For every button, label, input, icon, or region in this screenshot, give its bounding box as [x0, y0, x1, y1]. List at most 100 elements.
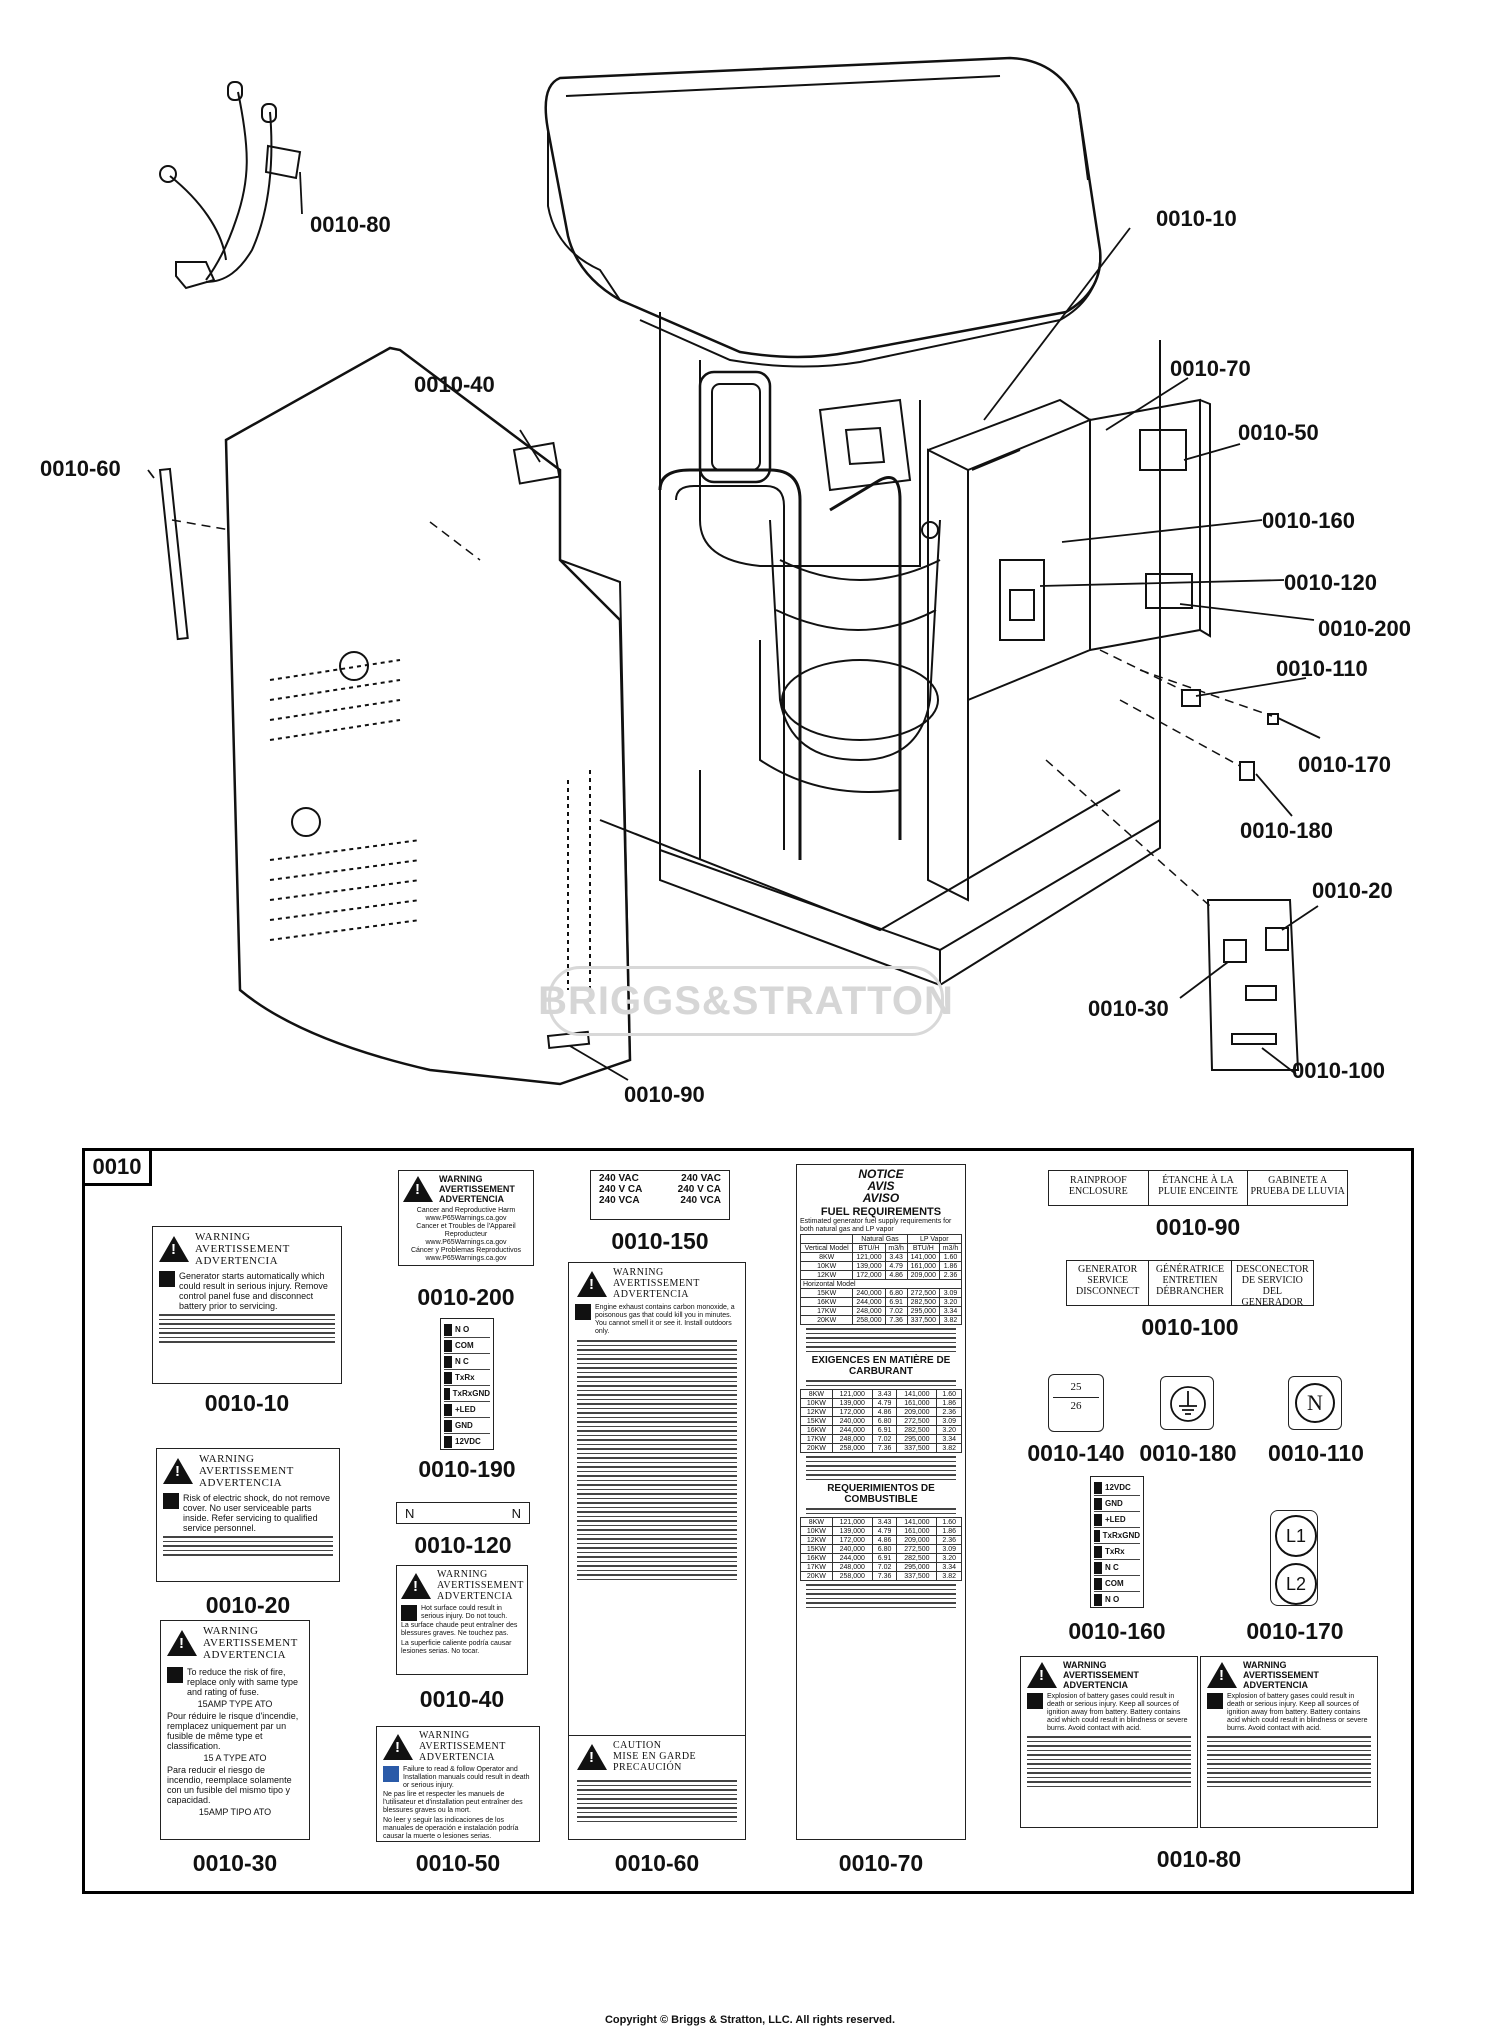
terminal-number-marker — [1094, 1497, 1102, 1510]
decal-placements — [158, 441, 1300, 1071]
label-0010-200: 0010-200 — [417, 1284, 515, 1310]
decal-kit-panel — [82, 1148, 1414, 1894]
decal-0010-180 — [1160, 1376, 1214, 1430]
terminal-number-marker — [1094, 1529, 1100, 1542]
battery-cable-harness — [159, 81, 302, 290]
terminal-number-marker — [1094, 1481, 1102, 1494]
warning-triangle-icon — [1207, 1662, 1237, 1688]
callout-0010-80: 0010-80 — [310, 212, 391, 237]
control-panel-box — [927, 398, 1211, 902]
warning-triangle-icon — [167, 1630, 197, 1656]
warning-triangle-icon — [403, 1176, 433, 1202]
terminal-label: GND — [1105, 1499, 1123, 1508]
auto-start-icon — [159, 1271, 175, 1287]
terminal-number-marker — [1094, 1577, 1102, 1590]
terminal-row: N C — [444, 1354, 490, 1370]
fire-hazard-icon — [167, 1667, 183, 1683]
panel-tag: 0010 — [82, 1148, 152, 1186]
l1-symbol-icon: L1 — [1275, 1515, 1317, 1557]
terminal-label: N O — [1105, 1595, 1120, 1604]
callout-0010-110: 0010-110 — [1276, 656, 1368, 681]
label-0010-170: 0010-170 — [1246, 1618, 1344, 1644]
terminal-number-marker — [444, 1339, 452, 1352]
warning-triangle-icon — [1027, 1662, 1057, 1688]
battery-explosion-icon — [1027, 1693, 1043, 1709]
terminal-number-marker — [444, 1435, 452, 1448]
terminal-label: COM — [455, 1341, 474, 1350]
ground-symbol-icon — [1170, 1386, 1206, 1422]
exhaust-hazard-icon — [575, 1304, 591, 1320]
label-0010-180: 0010-180 — [1139, 1440, 1237, 1466]
terminal-number-marker — [1094, 1513, 1102, 1526]
terminal-label: N C — [1105, 1563, 1119, 1572]
callout-0010-160: 0010-160 — [1262, 508, 1355, 533]
terminal-row: 12VDC — [1094, 1480, 1140, 1496]
callout-0010-40: 0010-40 — [414, 372, 495, 397]
terminal-row: GND — [444, 1418, 490, 1434]
terminal-label: GND — [455, 1421, 473, 1430]
warning-triangle-icon — [163, 1458, 193, 1484]
terminal-label: 12VDC — [1105, 1483, 1131, 1492]
decal-0010-140: 25 26 — [1048, 1374, 1104, 1432]
warning-triangle-icon — [401, 1572, 431, 1599]
terminal-row: +LED — [444, 1402, 490, 1418]
read-manual-icon — [383, 1766, 399, 1782]
terminal-number-marker — [444, 1387, 450, 1400]
warning-triangle-icon — [383, 1733, 413, 1760]
label-0010-70: 0010-70 — [838, 1850, 924, 1876]
label-0010-140: 0010-140 — [1027, 1440, 1125, 1466]
decal-0010-170: L1 L2 — [1270, 1510, 1318, 1606]
label-0010-90: 0010-90 — [1155, 1214, 1241, 1240]
label-0010-80: 0010-80 — [1156, 1846, 1242, 1872]
terminal-row: N O — [444, 1322, 490, 1338]
terminal-number-marker — [1094, 1593, 1102, 1606]
terminal-row: TxRx — [444, 1370, 490, 1386]
side-enclosure-panel — [224, 346, 632, 1086]
terminal-row: GND — [1094, 1496, 1140, 1512]
callout-0010-170: 0010-170 — [1298, 752, 1391, 777]
label-0010-10: 0010-10 — [204, 1390, 290, 1416]
terminal-number-marker — [444, 1403, 452, 1416]
label-0010-150: 0010-150 — [611, 1228, 709, 1254]
terminal-number-marker — [444, 1371, 452, 1384]
terminal-row: COM — [1094, 1576, 1140, 1592]
terminal-row: N C — [1094, 1560, 1140, 1576]
terminal-label: N O — [455, 1325, 470, 1334]
l2-symbol-icon: L2 — [1275, 1563, 1317, 1605]
warning-triangle-icon — [159, 1236, 189, 1262]
terminal-number-marker — [1094, 1545, 1102, 1558]
label-0010-40: 0010-40 — [419, 1686, 505, 1712]
callout-0010-10: 0010-10 — [1156, 206, 1237, 231]
label-0010-50: 0010-50 — [415, 1850, 501, 1876]
decal-0010-110: N — [1288, 1376, 1342, 1430]
warning-triangle-icon — [577, 1270, 607, 1297]
terminal-label: +LED — [1105, 1515, 1126, 1524]
terminal-row: TxRx — [1094, 1544, 1140, 1560]
label-0010-160: 0010-160 — [1068, 1618, 1166, 1644]
label-0010-110: 0010-110 — [1268, 1440, 1364, 1466]
callout-0010-70: 0010-70 — [1170, 356, 1251, 381]
callout-0010-30: 0010-30 — [1088, 996, 1169, 1021]
